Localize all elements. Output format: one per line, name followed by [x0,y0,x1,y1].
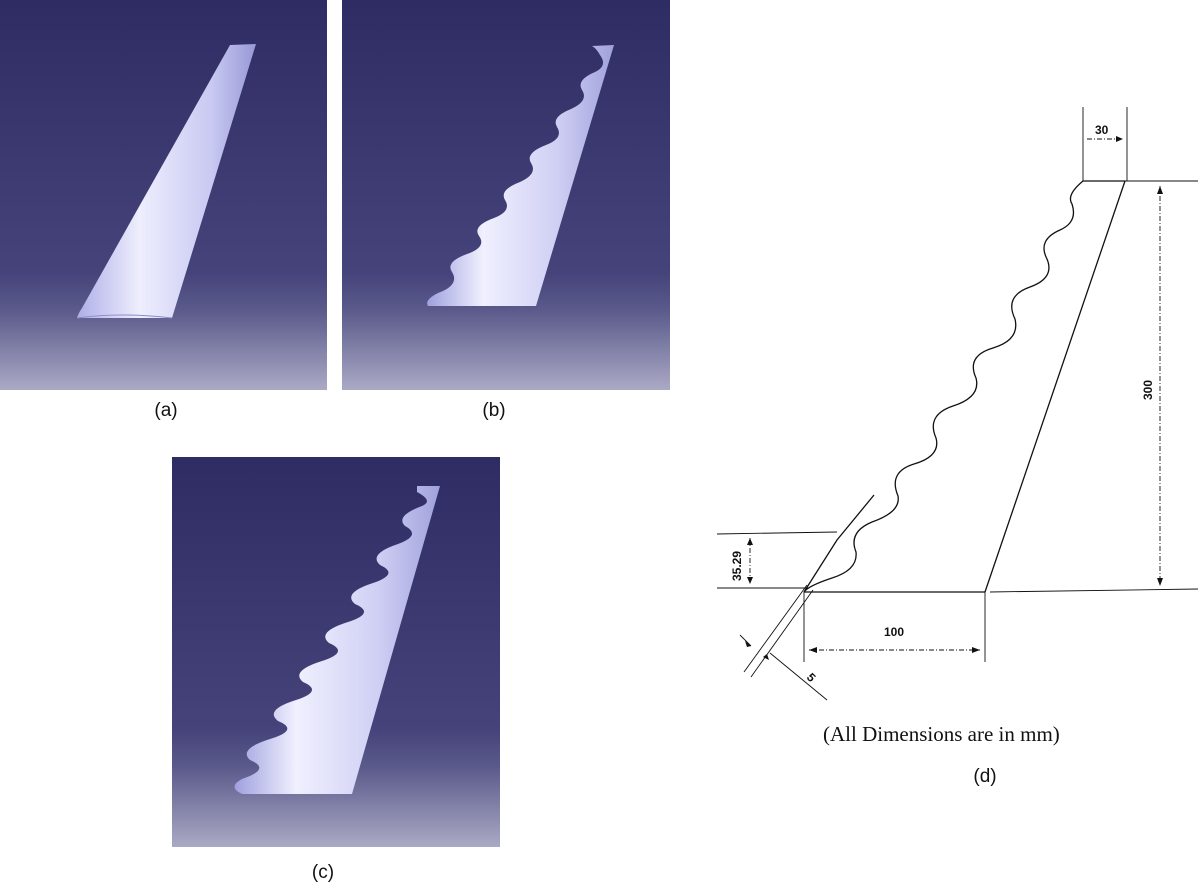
wavy-wing-shape [234,486,440,794]
panel-a-render [0,0,327,390]
panel-d-drawing: 30 300 100 35.29 5 [700,100,1200,720]
caption-b: (b) [482,400,506,421]
panel-c-render [172,457,500,847]
root-chord-dimension: 100 [884,625,904,639]
caption-a: (a) [154,400,178,421]
caption-d: (d) [973,766,997,787]
trailing-edge-line [984,180,1126,593]
wavelength-dimension: 35.29 [730,551,744,581]
mean-leading-edge [803,494,875,593]
span-dimension: 300 [1141,380,1155,400]
panel-b-render [342,0,670,390]
units-note: (All Dimensions are in mm) [823,722,1060,746]
tip-chord-dimension: 30 [1095,123,1109,137]
wavy-wing-shape [427,45,614,306]
wing-root-edge [76,314,173,319]
caption-c: (c) [311,862,335,883]
wavy-leading-edge [803,180,1084,593]
straight-wing-shape [77,44,256,318]
